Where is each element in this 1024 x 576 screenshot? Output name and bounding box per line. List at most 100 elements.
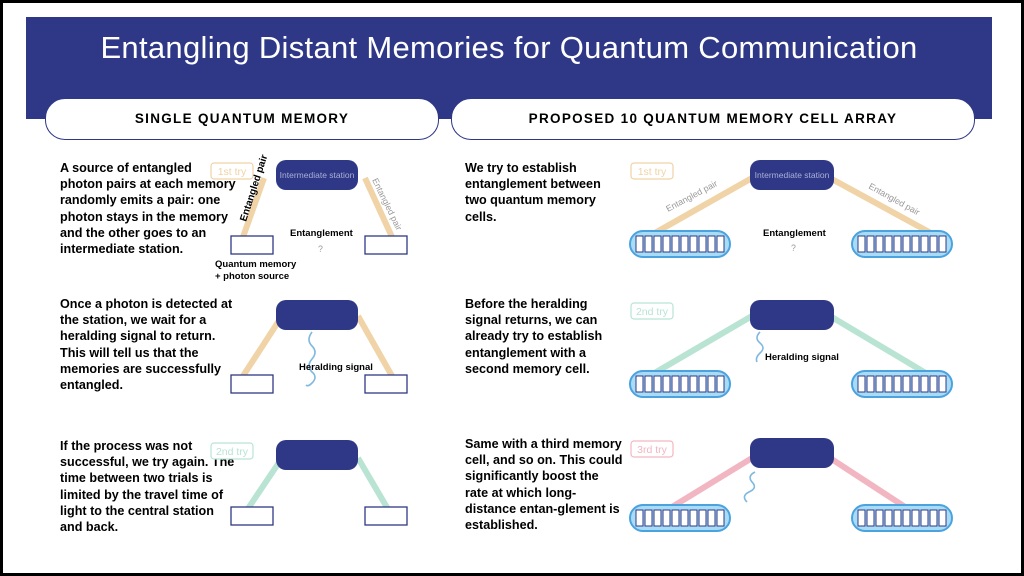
memory-cell [653,375,662,393]
entanglement-label: Entanglement [290,228,354,239]
beam-left [644,175,754,241]
memory-box-left [230,235,274,255]
try-badge-1-label: 1st try [218,166,247,178]
memory-cell [635,235,644,253]
memory-box-right [364,235,408,255]
right-diagram-3: 3rd try [629,438,953,532]
intermediate-station [276,440,358,470]
beam-left [644,313,754,381]
memory-cell [875,375,884,393]
memory-cell [662,235,671,253]
memory-cell [689,235,698,253]
memory-cell [893,235,902,253]
try-badge-1-label: 1st try [638,166,667,178]
question-mark: ? [791,243,796,253]
right-row-3-text: Same with a third memory cell, and so on… [465,437,623,533]
entangled-pair-beam-right [362,176,395,239]
entanglement-label: Entanglement [763,228,827,239]
memory-cell [893,509,902,527]
memory-cell [875,509,884,527]
left-row-1-text: A source of entangled photon pairs at ea… [60,161,236,257]
entangled-pair-beam-left [240,176,267,239]
left-diagram-2: Heralding signal [230,300,408,394]
memory-cell [662,509,671,527]
memory-cell [938,509,947,527]
memory-cell [680,235,689,253]
right-diagram-2: 2nd try Heralding signal [629,300,953,398]
memory-cell [644,235,653,253]
memory-cell [707,235,716,253]
station-label: Intermediate station [755,170,830,180]
memory-cell [920,375,929,393]
memory-label-1: Quantum memory [215,259,297,270]
memory-cell [689,375,698,393]
memory-cell [653,235,662,253]
right-row-1-text: We try to establish entanglement between… [465,161,601,224]
memory-cell [866,509,875,527]
memory-cell [875,235,884,253]
memory-cell [884,509,893,527]
right-row-2-text: Before the heralding signal returns, we … [465,297,603,376]
memory-cell [911,509,920,527]
beam-right [355,456,395,518]
beam-left [240,456,285,518]
memory-box-left [230,374,274,394]
memory-cell [698,235,707,253]
left-row-3-text: If the process was not successful, we tr… [60,439,235,535]
heralding-label: Heralding signal [765,352,839,363]
try-badge-2-label: 2nd try [216,446,249,458]
memory-array-right [851,230,953,258]
memory-cell [716,509,725,527]
memory-array-left [629,370,731,398]
memory-cell [893,375,902,393]
memory-cell [707,509,716,527]
heralding-wave [305,331,316,387]
heralding-label: Heralding signal [299,362,373,373]
memory-cell [929,375,938,393]
left-diagram-1: Intermediate station 1st try Entangled p… [210,153,408,282]
memory-cell [644,509,653,527]
memory-cell [662,375,671,393]
memory-cell [680,509,689,527]
memory-cell [866,235,875,253]
memory-cell [857,235,866,253]
left-row-2-text: Once a photon is detected at the station… [60,297,233,393]
memory-label-2: + photon source [215,271,289,282]
memory-cell [938,375,947,393]
memory-cell [671,235,680,253]
memory-cell [716,235,725,253]
memory-cell [716,375,725,393]
memory-array-left [629,504,731,532]
memory-cell [689,509,698,527]
intermediate-station [750,160,834,190]
intermediate-station [750,300,834,330]
question-mark: ? [318,244,323,254]
memory-box-right [364,374,408,394]
try-badge-2 [630,302,674,320]
memory-cell [857,375,866,393]
memory-cell [635,509,644,527]
intermediate-station [276,160,358,190]
beam-right [828,313,936,381]
memory-array-right [851,504,953,532]
memory-cell [911,235,920,253]
try-badge-2 [210,442,254,460]
intermediate-station [750,438,834,468]
station-label: Intermediate station [280,170,355,180]
try-badge-3-label: 3rd try [637,444,668,456]
memory-cell [635,375,644,393]
memory-cell [866,375,875,393]
right-diagram-1: Intermediate station 1st try Entangled p… [629,160,953,258]
memory-array-right [851,370,953,398]
memory-cell [920,509,929,527]
try-badge-2-label: 2nd try [636,306,669,318]
heralding-wave [743,471,756,503]
memory-cell [680,375,689,393]
beam-right [828,175,942,241]
memory-cell [920,235,929,253]
memory-box-right [364,506,408,526]
memory-cell [857,509,866,527]
memory-cell [671,375,680,393]
memory-array-left [629,230,731,258]
